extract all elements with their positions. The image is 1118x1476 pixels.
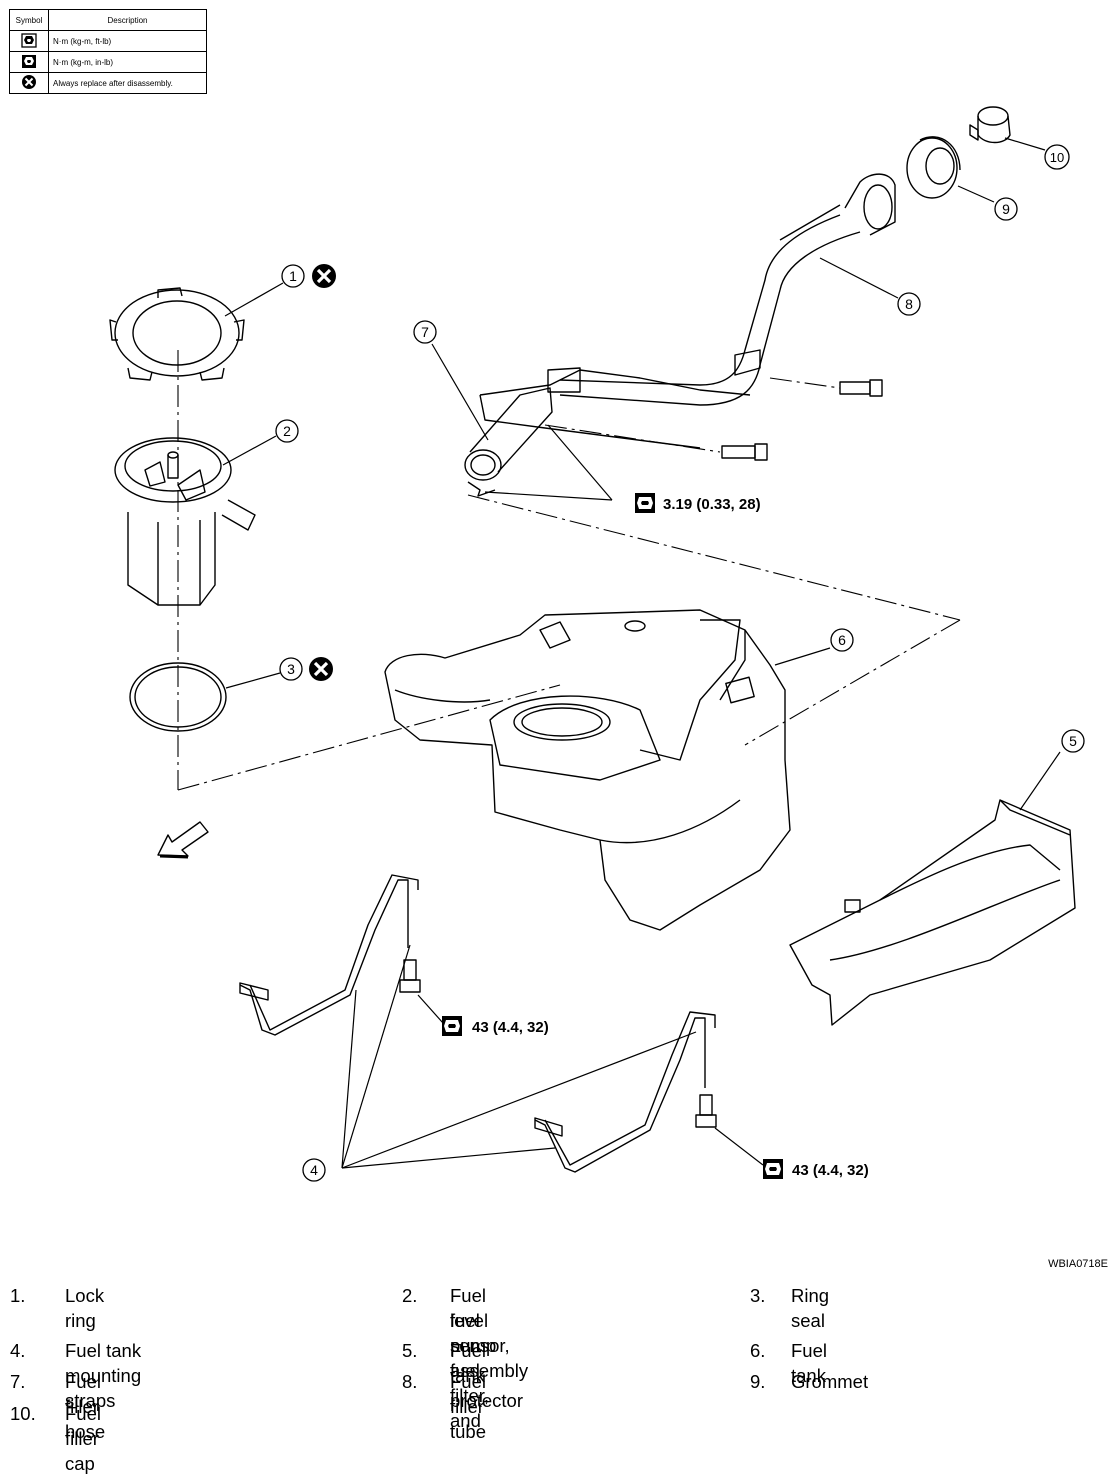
lock-ring-drawing (109, 287, 245, 381)
torque-value-strap-front: 43 (4.4, 32) (472, 1019, 549, 1036)
fuel-filler-cap-drawing (969, 106, 1011, 144)
torque-value-strap-rear: 43 (4.4, 32) (792, 1162, 869, 1179)
svg-text:4: 4 (310, 1162, 318, 1178)
torque-wrench-icon (635, 493, 655, 513)
svg-text:5: 5 (1069, 733, 1077, 749)
fuel-tank-drawing (384, 609, 791, 931)
callout-4: 4 (302, 1158, 326, 1182)
figure-id: WBIA0718E (1048, 1258, 1108, 1270)
replace-x-icon (310, 262, 338, 290)
mounting-straps-drawing (239, 874, 716, 1173)
bolts (399, 379, 883, 1128)
torque-wrench-icon (21, 32, 37, 48)
legend-row: N·m (kg-m, ft-lb) (9, 30, 207, 52)
legend-row: Always replace after disassembly. (9, 72, 207, 94)
front-direction-arrow (157, 821, 209, 859)
svg-text:1: 1 (289, 268, 297, 284)
callout-7: 7 (413, 320, 437, 344)
replace-x-icon (307, 655, 335, 683)
callout-8: 8 (897, 292, 921, 316)
svg-text:10: 10 (1050, 150, 1064, 165)
svg-text:9: 9 (1002, 201, 1010, 217)
callout-5: 5 (1061, 729, 1085, 753)
torque-wrench-icon (763, 1159, 783, 1179)
callout-9: 9 (994, 197, 1018, 221)
fuel-filler-hose-drawing (464, 367, 751, 497)
fuel-pump-assembly-drawing (114, 437, 256, 606)
fuel-tank-protector-drawing (789, 799, 1076, 1026)
callout-10: 10 (1044, 144, 1070, 170)
fuel-filler-tube-drawing (559, 173, 896, 406)
torque-value-filler-hose: 3.19 (0.33, 28) (663, 496, 761, 513)
callout-1: 1 (281, 264, 305, 288)
torque-wrench-icon (442, 1016, 462, 1036)
ring-seal-drawing (129, 662, 227, 732)
svg-text:7: 7 (421, 324, 429, 340)
replace-x-icon (22, 75, 36, 89)
callout-6: 6 (830, 628, 854, 652)
legend-row: N·m (kg-m, in-lb) (9, 51, 207, 73)
leader-lines (222, 137, 1061, 1169)
alignment-lines (177, 350, 961, 791)
legend-desc-replace: Always replace after disassembly. (48, 72, 207, 94)
svg-text:6: 6 (838, 632, 846, 648)
callout-3: 3 (279, 657, 303, 681)
grommet-drawing (906, 136, 961, 199)
svg-text:8: 8 (905, 296, 913, 312)
callout-2: 2 (275, 419, 299, 443)
torque-wrench-icon (22, 54, 36, 68)
svg-text:2: 2 (283, 423, 291, 439)
fuel-tank-exploded-diagram: 3.19 (0.33, 28) 43 (4.4, 32) 43 (4.4, 32… (109, 106, 1085, 1182)
symbol-legend-table: Symbol Description N·m (kg-m, ft-lb) N·m… (9, 9, 207, 94)
svg-text:3: 3 (287, 661, 295, 677)
